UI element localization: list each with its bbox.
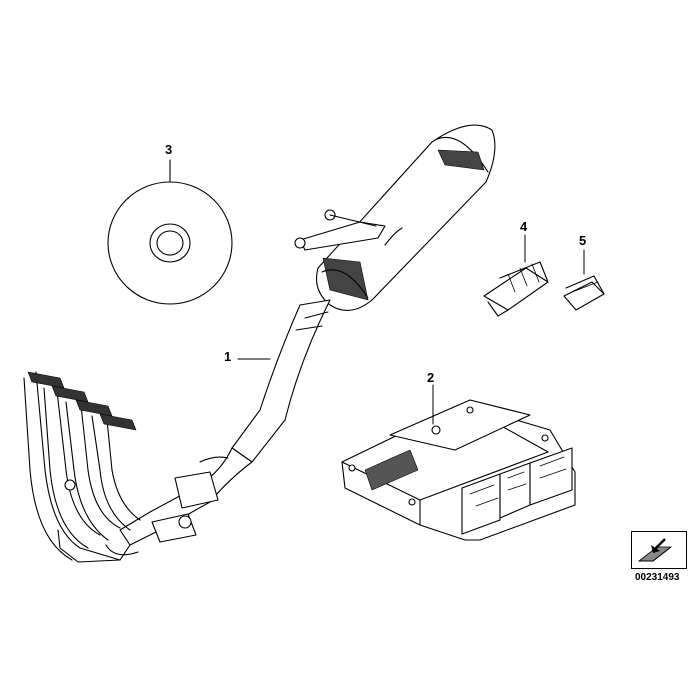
callout-5: 5 (579, 233, 587, 248)
callout-4: 4 (520, 219, 528, 234)
callout-2: 2 (427, 370, 435, 385)
control-unit-part (341, 384, 576, 541)
connector-part (483, 234, 549, 317)
callout-3: 3 (165, 142, 173, 157)
callout-1: 1 (224, 349, 232, 364)
exhaust-system-part (23, 124, 496, 563)
reference-number: 00231493 (635, 572, 680, 583)
arrow-to-plate-icon (631, 531, 687, 569)
plug-part (563, 249, 605, 311)
disc-part (107, 159, 233, 305)
